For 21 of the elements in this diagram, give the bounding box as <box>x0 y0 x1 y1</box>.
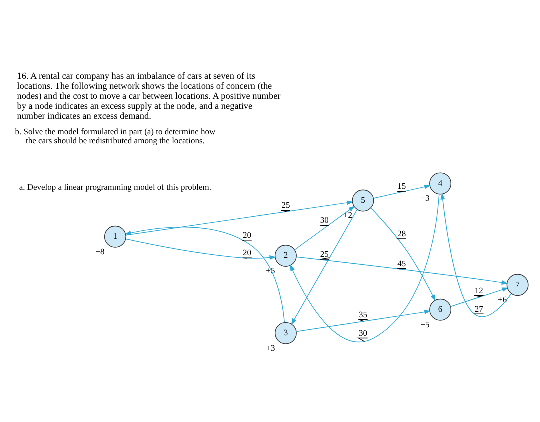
node-label: −5 <box>420 319 430 330</box>
edge-label: 30 <box>358 328 368 338</box>
edge-label: 12 <box>474 285 484 296</box>
edge-label: 45 <box>398 258 406 268</box>
edge-label: 28 <box>398 228 406 239</box>
edge-label: 20 <box>243 248 252 258</box>
edge-label: 20 <box>243 230 252 240</box>
node-label: +6 <box>498 294 508 305</box>
edge-label: 15 <box>398 181 406 192</box>
diagram-title: 16. A rental car company has an imbalance of cars at seven of its locations. The following network shows the locations of concern (the nodes) and the cost to move a car between locations. A positive number by a node indicates an excess supply at the node, and a negative number indicates an excess demand. <box>17 71 281 121</box>
edge-label: 30 <box>320 215 329 226</box>
node-label: −3 <box>420 193 430 204</box>
label: a. Develop a linear programming model of this problem. <box>19 182 212 192</box>
node-label: −8 <box>96 246 105 256</box>
edge-label: 25 <box>320 249 329 260</box>
edge-label: 35 <box>358 309 368 320</box>
node-label: +2 <box>343 210 353 220</box>
edge-label: 27 <box>474 304 484 314</box>
label: b. Solve the model formulated in part (a) to determine how the cars should be redistributed among the locations. <box>15 126 216 146</box>
edge-label: 25 <box>282 200 290 210</box>
node-label: +3 <box>266 342 276 353</box>
